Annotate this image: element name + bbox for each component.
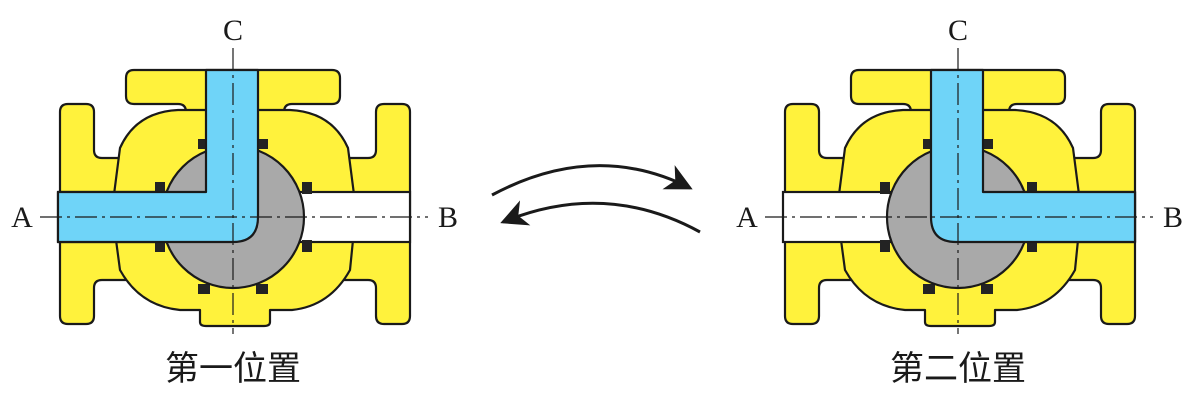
valve-2-centerlines — [765, 48, 1153, 334]
valve-1-port-top-label: C — [223, 14, 243, 47]
valve-2-caption: 第二位置 — [890, 349, 1026, 389]
valve-2-seals — [880, 139, 1037, 294]
valve-position-1: C A B 第一位置 — [11, 14, 458, 389]
valve-1-seals — [155, 139, 312, 294]
valve-position-2: C A B 第二位置 — [736, 14, 1183, 389]
valve-2-channel — [929, 68, 1137, 244]
valve-1-port-right-label: B — [438, 201, 458, 234]
arrow-forward — [491, 164, 693, 197]
valve-1-centerlines — [40, 48, 428, 334]
valve-1-port-left-label: A — [11, 201, 33, 234]
rotation-arrows — [491, 164, 701, 234]
valve-2-port-top-label: C — [948, 14, 968, 47]
valve-2-port-left-label: A — [736, 201, 758, 234]
arrow-backward — [500, 200, 701, 234]
valve-2-port-right-label: B — [1163, 201, 1183, 234]
valve-1-caption: 第一位置 — [165, 349, 301, 389]
